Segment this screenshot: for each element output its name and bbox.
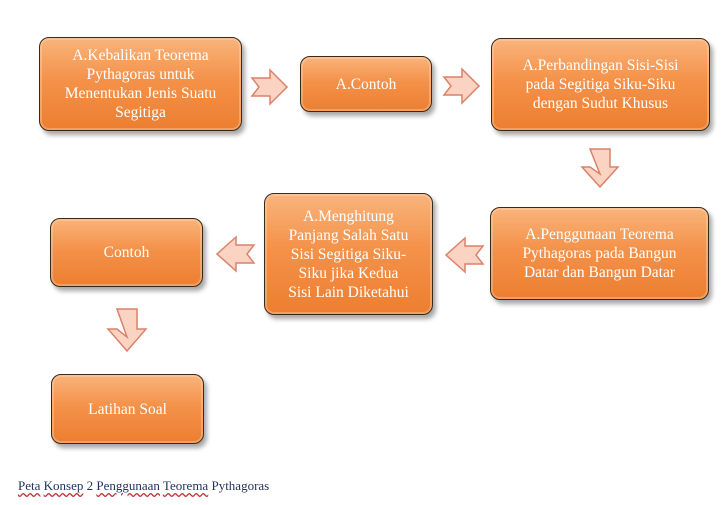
node-label: A.Kebalikan Teorema Pythagoras untuk Men… — [64, 47, 217, 121]
node-contoh-b: Contoh — [50, 218, 203, 287]
arrow-right-icon — [250, 68, 289, 106]
node-kebalikan-teorema: A.Kebalikan Teorema Pythagoras untuk Men… — [39, 37, 242, 131]
node-label: A.Menghitung Panjang Salah Satu Sisi Seg… — [288, 207, 409, 301]
node-label: A.Contoh — [335, 75, 397, 93]
node-label: A.Penggunaan Teorema Pythagoras pada Ban… — [522, 226, 677, 281]
node-penggunaan-teorema: A.Penggunaan Teorema Pythagoras pada Ban… — [490, 207, 709, 300]
node-label: Latihan Soal — [88, 400, 167, 418]
node-label: Contoh — [103, 244, 150, 261]
arrow-left-icon — [215, 235, 256, 273]
node-menghitung-panjang: A.Menghitung Panjang Salah Satu Sisi Seg… — [264, 193, 433, 315]
arrow-down-icon — [106, 308, 148, 353]
node-perbandingan-sisi: A.Perbandingan Sisi-Sisi pada Segitiga S… — [491, 38, 710, 131]
arrow-down-icon — [580, 148, 620, 189]
node-latihan-soal: Latihan Soal — [51, 374, 204, 444]
figure-caption: Peta Konsep 2 Penggunaan Teorema Pythago… — [18, 478, 270, 493]
node-contoh-a: A.Contoh — [300, 56, 432, 112]
arrow-right-icon — [442, 67, 481, 105]
node-label: A.Perbandingan Sisi-Sisi pada Segitiga S… — [522, 57, 679, 112]
arrow-left-icon — [444, 236, 485, 274]
